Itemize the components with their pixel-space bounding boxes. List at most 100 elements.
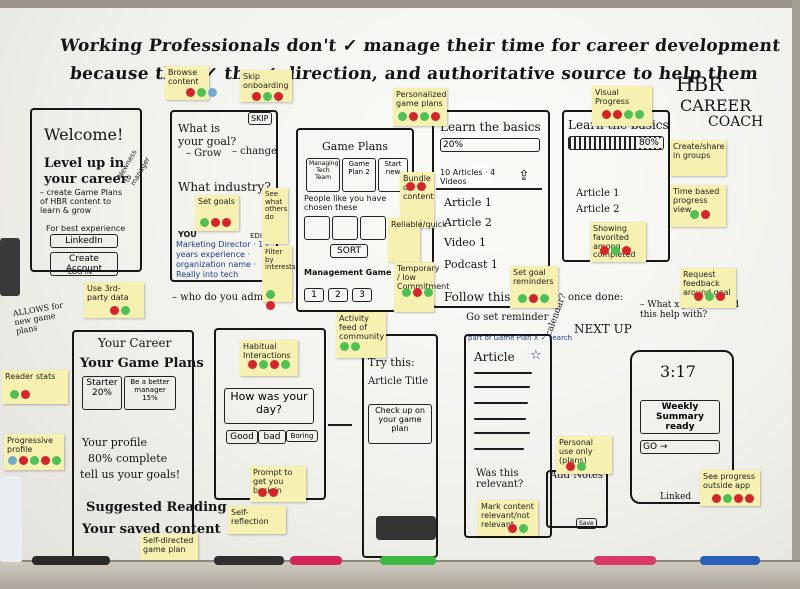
- linkedin-button[interactable]: LinkedIn: [50, 234, 118, 248]
- learn-item-4[interactable]: Podcast 1: [444, 258, 498, 271]
- vote-dot: [222, 218, 231, 227]
- profile-complete: 80% complete: [88, 452, 168, 465]
- saved-content: Your saved content: [82, 522, 221, 537]
- check-game-plan-card[interactable]: Check up on your game plan: [368, 404, 432, 444]
- vote-dots: [694, 292, 725, 301]
- vote-dot: [417, 182, 426, 191]
- save-button[interactable]: Save: [576, 518, 597, 529]
- sticky-showing: Showing favorited among completed: [590, 222, 646, 262]
- vote-dots: [266, 290, 275, 310]
- article-heading: Article: [474, 350, 515, 364]
- vote-dot: [613, 110, 622, 119]
- vote-dots: [602, 110, 644, 119]
- marker-red[interactable]: [290, 556, 342, 565]
- learn-item-3[interactable]: Video 1: [444, 236, 486, 249]
- vote-dot: [734, 494, 743, 503]
- suggested-reading: Suggested Reading: [86, 500, 227, 515]
- progress-item-1[interactable]: Article 1: [576, 188, 620, 199]
- starter-label: Starter: [86, 378, 118, 388]
- vote-dot: [413, 288, 422, 297]
- logo-hbr: HBR: [676, 72, 724, 96]
- vote-dots: [508, 524, 528, 533]
- share-icon[interactable]: ⇪: [518, 168, 530, 184]
- vote-dot: [409, 112, 418, 121]
- marker-black[interactable]: [32, 556, 110, 565]
- once-done-note: once done:: [568, 292, 624, 303]
- sticky-activity: Activity feed of community: [336, 312, 386, 358]
- vote-dots: [406, 182, 426, 191]
- content-thumb-3[interactable]: [360, 216, 386, 240]
- sticky-see-others: See what others do: [262, 188, 288, 244]
- vote-dots: [258, 488, 278, 497]
- vote-dots: [566, 462, 586, 471]
- vote-dot: [519, 524, 528, 533]
- content-thumb-2[interactable]: [332, 216, 358, 240]
- sticky-reliable: Reliable/quick: [388, 218, 447, 262]
- progress-value: 80%: [636, 138, 661, 148]
- board-frame-right: [792, 0, 800, 589]
- career-title: Your Career: [98, 336, 172, 350]
- marker-blue[interactable]: [700, 556, 760, 565]
- progress-item-2[interactable]: Article 2: [576, 204, 620, 215]
- linked-note: Linked: [660, 492, 692, 502]
- marker-pink[interactable]: [594, 556, 656, 565]
- vote-dot: [635, 110, 644, 119]
- profile-label: Your profile: [82, 436, 148, 449]
- vote-dot: [186, 88, 195, 97]
- vote-dots: [600, 246, 631, 255]
- content-thumb-1[interactable]: [304, 216, 330, 240]
- eraser[interactable]: [376, 516, 436, 540]
- vote-dots: [340, 342, 360, 351]
- page-3[interactable]: 3: [352, 288, 372, 302]
- skip-button[interactable]: SKIP: [248, 112, 272, 125]
- header-line-1: Working Professionals don't ✓ manage the…: [58, 36, 782, 56]
- sticky-personal-use: Personal use only (plans): [556, 436, 612, 474]
- vote-dot: [745, 494, 754, 503]
- marker-black-2[interactable]: [214, 556, 284, 565]
- relevant-question: Was this relevant?: [476, 468, 524, 490]
- vote-dot: [274, 92, 283, 101]
- create-account-button[interactable]: Create Account: [50, 252, 118, 276]
- vote-dots: [110, 306, 130, 315]
- learn-item-1[interactable]: Article 1: [444, 196, 492, 209]
- page-1[interactable]: 1: [304, 288, 324, 302]
- vote-dot: [518, 294, 527, 303]
- vote-dot: [211, 218, 220, 227]
- option-good[interactable]: Good: [226, 430, 258, 444]
- login-link[interactable]: LOG IN: [68, 268, 93, 276]
- set-reminder-link[interactable]: Go set reminder: [466, 312, 549, 323]
- vote-dot: [110, 306, 119, 315]
- add-notes[interactable]: Add Notes: [550, 470, 604, 481]
- go-label: GO: [643, 442, 658, 452]
- sort-button[interactable]: SORT: [330, 244, 368, 258]
- plan-manager-card[interactable]: Be a better manager 15%: [124, 376, 176, 410]
- vote-dot: [30, 456, 39, 465]
- summary-notification[interactable]: Weekly Summary ready: [640, 400, 720, 434]
- page-2[interactable]: 2: [328, 288, 348, 302]
- learn-item-2[interactable]: Article 2: [444, 216, 492, 229]
- marker-green[interactable]: [380, 556, 436, 565]
- vote-dot: [529, 294, 538, 303]
- vote-dot: [624, 110, 633, 119]
- vote-dot: [19, 456, 28, 465]
- try-article-title[interactable]: Article Title: [368, 376, 429, 387]
- game-plan-card-2[interactable]: Game Plan 2: [342, 158, 376, 192]
- option-boring[interactable]: Boring: [286, 430, 318, 442]
- tell-goals-link[interactable]: tell us your goals!: [80, 468, 181, 481]
- edit-link[interactable]: EDIT: [250, 232, 267, 240]
- vote-dot: [52, 456, 61, 465]
- day-question-card: How was your day?: [224, 388, 314, 424]
- vote-dots: [248, 360, 290, 369]
- option-bad[interactable]: bad: [258, 430, 286, 444]
- progress-bar: 80%: [568, 136, 664, 150]
- go-button[interactable]: GO →: [640, 440, 720, 454]
- goal-grow: – Grow: [186, 148, 222, 159]
- vote-dot: [8, 456, 17, 465]
- vote-dot: [398, 112, 407, 121]
- game-plan-card-1[interactable]: Managing Tech Team: [306, 158, 340, 192]
- vote-dot: [269, 488, 278, 497]
- star-icon[interactable]: ☆: [530, 348, 542, 363]
- vote-dot: [21, 390, 30, 399]
